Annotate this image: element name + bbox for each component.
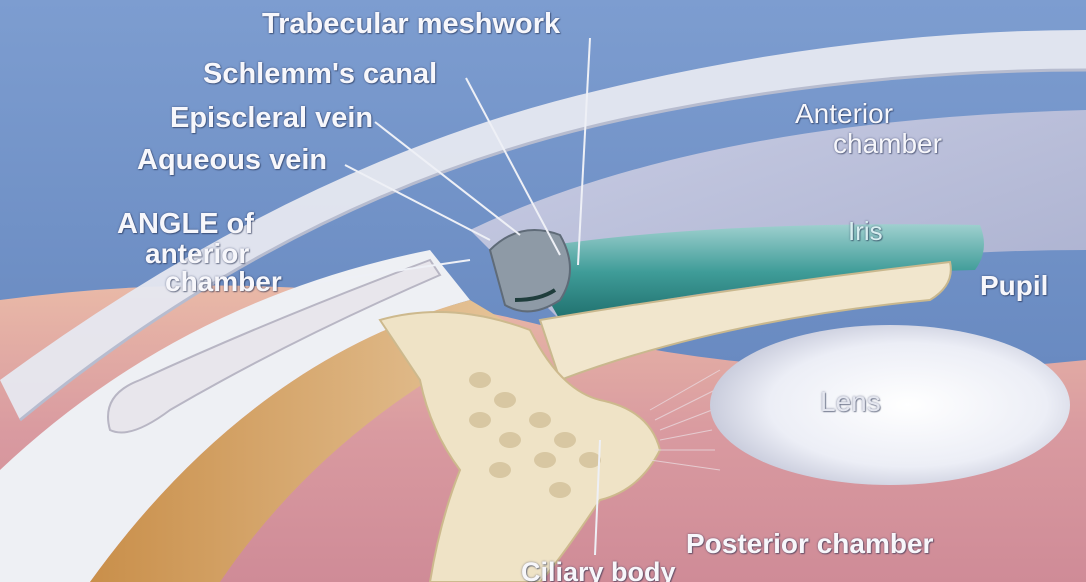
label-angle-line1: ANGLE of bbox=[117, 210, 254, 239]
label-angle-line3: chamber bbox=[165, 268, 282, 296]
lens-shape bbox=[710, 325, 1070, 485]
label-angle-line2: anterior bbox=[145, 240, 249, 268]
label-episcleral-vein: Episcleral vein bbox=[170, 104, 373, 133]
label-posterior-chamber: Posterior chamber bbox=[686, 530, 933, 558]
label-lens: Lens bbox=[820, 388, 881, 416]
label-aqueous-vein: Aqueous vein bbox=[137, 146, 327, 175]
label-schlemms-canal: Schlemm's canal bbox=[203, 60, 437, 89]
label-anterior-line1: Anterior bbox=[795, 100, 893, 128]
label-anterior-line2: chamber bbox=[833, 130, 942, 158]
label-iris: Iris bbox=[848, 218, 883, 244]
label-pupil: Pupil bbox=[980, 272, 1048, 300]
label-ciliary-body: Ciliary body bbox=[521, 559, 676, 582]
label-trabecular-meshwork: Trabecular meshwork bbox=[262, 10, 560, 39]
